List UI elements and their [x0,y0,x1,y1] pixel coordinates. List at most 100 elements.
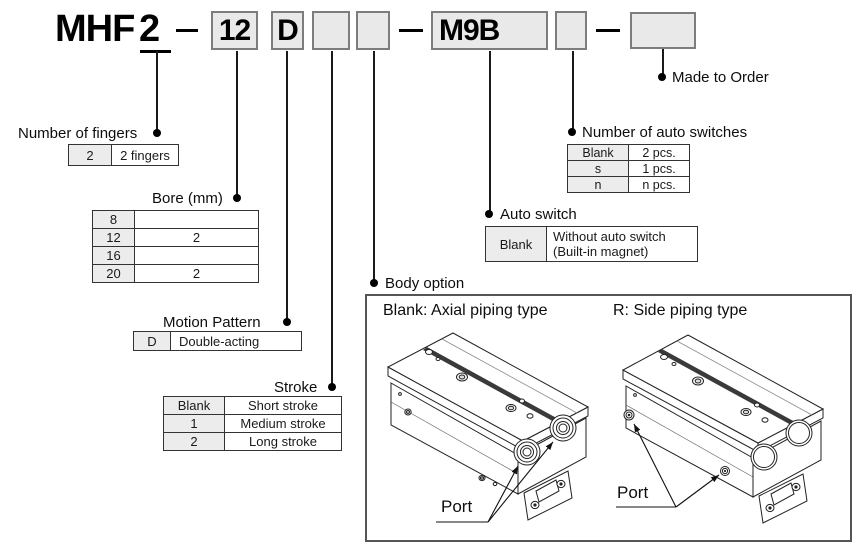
dash-separator [399,29,423,32]
fingers-title: Number of fingers [18,125,138,142]
switch-count-code-cell: Blank [567,144,629,161]
dash-separator [176,29,198,32]
port-label-axial: Port [441,497,473,516]
connector-line-motion [286,51,288,320]
auto-switch-desc-cell: Without auto switch (Built-in magnet) [546,226,698,262]
end-bore [750,443,778,471]
table-row: D Double-acting [133,331,302,351]
switch-count-title: Number of auto switches [582,124,748,141]
stroke-title: Stroke [274,379,318,396]
connector-line-switch-count [572,51,574,130]
auto-switch-desc-line1: Without auto switch [553,229,666,244]
fingers-code-cell: 2 [68,144,112,166]
gripper-body [621,334,825,524]
table-row: 2 2 fingers [68,144,179,166]
connector-dot-auto-switch [485,210,493,218]
table-row: 2 Long stroke [163,432,342,451]
switch-count-desc-cell: n pcs. [628,176,690,193]
auto-switch-code-cell: Blank [485,226,547,262]
port-annotation [436,441,554,523]
stroke-desc-cell: Long stroke [224,432,342,451]
connector-line-bore [236,51,238,196]
bore-code-cell: 16 [92,246,135,265]
connector-dot-stroke [328,383,336,391]
end-bore [785,419,813,447]
switch-count-code-cell: n [567,176,629,193]
stroke-code-cell: 2 [163,432,225,451]
stroke-desc-cell: Medium stroke [224,414,342,433]
auto-switch-table: Blank Without auto switch (Built-in magn… [485,226,698,262]
code-fingers-digit: 2 [139,8,160,50]
bore-val-cell: 2 [134,228,259,247]
connector-line-auto-switch [489,51,491,212]
axial-port [549,414,577,442]
axial-port [513,438,541,466]
table-row: 16 [92,246,259,265]
switch-count-desc-cell: 1 pcs. [628,160,690,177]
connector-dot-made-to-order [658,73,666,81]
body-option-title: Body option [385,275,465,292]
fingers-underline [140,50,171,53]
table-row: 8 [92,210,259,229]
port-arrow [633,423,677,508]
fingers-desc-cell: 2 fingers [111,144,179,166]
top-groove [658,349,797,426]
gripper-axial-piping-drawing [386,332,590,523]
bore-val-cell: 2 [134,264,259,283]
connector-line-stroke [331,51,333,385]
dash-separator [596,29,620,32]
port-label-side: Port [617,483,649,502]
motion-title: Motion Pattern [163,314,261,331]
side-piping-caption: R: Side piping type [613,302,748,319]
auto-switch-title: Auto switch [500,206,577,223]
table-row: 12 2 [92,228,259,247]
bore-table: 8 12 2 16 20 2 [92,210,259,283]
connector-dot-bore [233,194,241,202]
axial-piping-caption: Blank: Axial piping type [383,302,548,319]
motion-desc-cell: Double-acting [170,331,302,351]
gripper-body [386,332,590,521]
switch-count-table: Blank 2 pcs. s 1 pcs. n n pcs. [567,144,690,193]
connector-dot-switch-count [568,128,576,136]
table-row: 20 2 [92,264,259,283]
bore-code-cell: 20 [92,264,135,283]
side-port [720,466,730,476]
table-row: 1 Medium stroke [163,414,342,433]
code-box-made-to-order [630,12,696,49]
table-row: s 1 pcs. [567,160,690,177]
port-annotation [616,423,720,508]
side-port [623,409,635,421]
auto-switch-desc-line2: (Built-in magnet) [553,244,649,259]
bore-title: Bore (mm) [152,190,223,207]
made-to-order-label: Made to Order [672,69,769,86]
code-prefix: MHF [55,8,135,50]
port-arrow [675,474,720,508]
code-box-bore: 12 [211,11,258,50]
gripper-side-piping-drawing [616,334,825,524]
connector-dot-fingers [153,129,161,137]
connector-dot-body-option [370,279,378,287]
connector-line-made-to-order [662,49,664,75]
switch-count-desc-cell: 2 pcs. [628,144,690,161]
code-box-switch-count [555,11,587,50]
stroke-code-cell: Blank [163,396,225,415]
connector-dot-motion [283,318,291,326]
top-groove [423,347,562,424]
switch-count-code-cell: s [567,160,629,177]
bore-code-cell: 8 [92,210,135,229]
stroke-table: Blank Short stroke 1 Medium stroke 2 Lon… [163,396,342,451]
table-row: n n pcs. [567,176,690,193]
code-box-body-option [356,11,390,50]
table-row: Blank Short stroke [163,396,342,415]
motion-code-cell: D [133,331,171,351]
motion-table: D Double-acting [133,331,302,351]
bore-val-cell [134,210,259,229]
table-row: Blank Without auto switch (Built-in magn… [485,226,698,262]
connector-line-fingers [156,51,158,131]
port-arrow [487,465,519,523]
fingers-table: 2 2 fingers [68,144,179,166]
connector-line-body-option [373,51,375,281]
code-box-stroke [312,11,350,50]
bore-code-cell: 12 [92,228,135,247]
